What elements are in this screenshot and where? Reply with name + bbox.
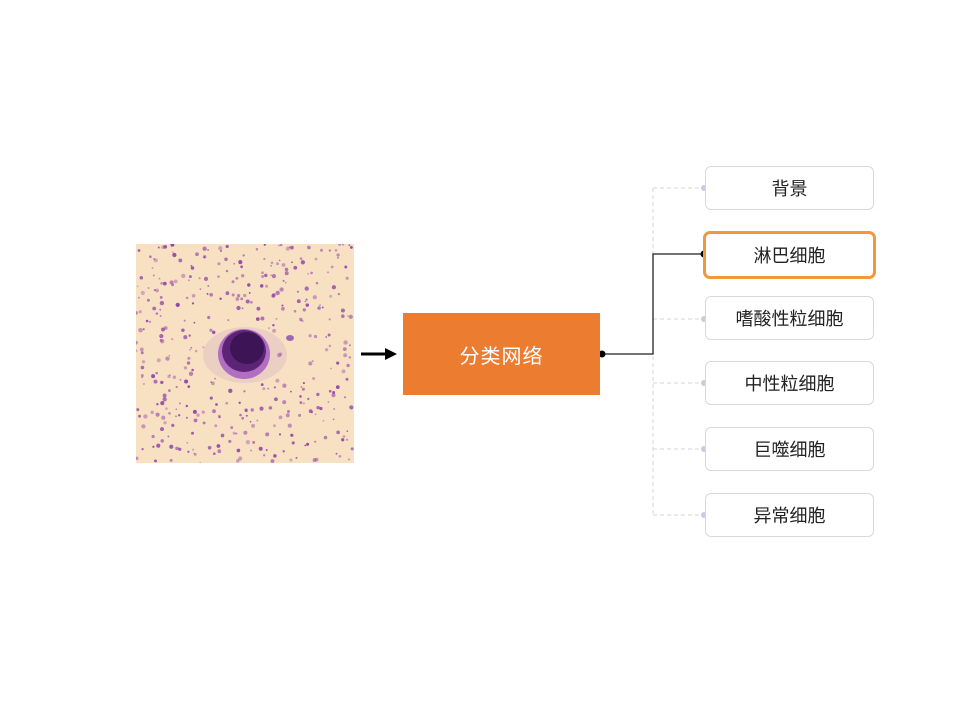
class-box-neutrophil: 中性粒细胞 [705, 361, 874, 405]
class-box-eosinophil: 嗜酸性粒细胞 [705, 296, 874, 340]
input-arrow [361, 348, 397, 360]
class-label: 淋巴细胞 [754, 242, 826, 268]
class-box-lymphocyte: 淋巴细胞 [703, 231, 876, 279]
network-label: 分类网络 [460, 340, 544, 369]
class-box-macrophage: 巨噬细胞 [705, 427, 874, 471]
class-box-background: 背景 [705, 166, 874, 210]
selected-path [599, 251, 708, 358]
class-label: 巨噬细胞 [754, 436, 826, 462]
class-label: 中性粒细胞 [745, 370, 835, 396]
class-label: 异常细胞 [754, 502, 826, 528]
class-box-abnormal-cell: 异常细胞 [705, 493, 874, 537]
classification-network-box: 分类网络 [403, 313, 600, 395]
class-label: 背景 [772, 175, 808, 201]
class-label: 嗜酸性粒细胞 [736, 305, 844, 331]
dashed-branches [653, 188, 704, 515]
